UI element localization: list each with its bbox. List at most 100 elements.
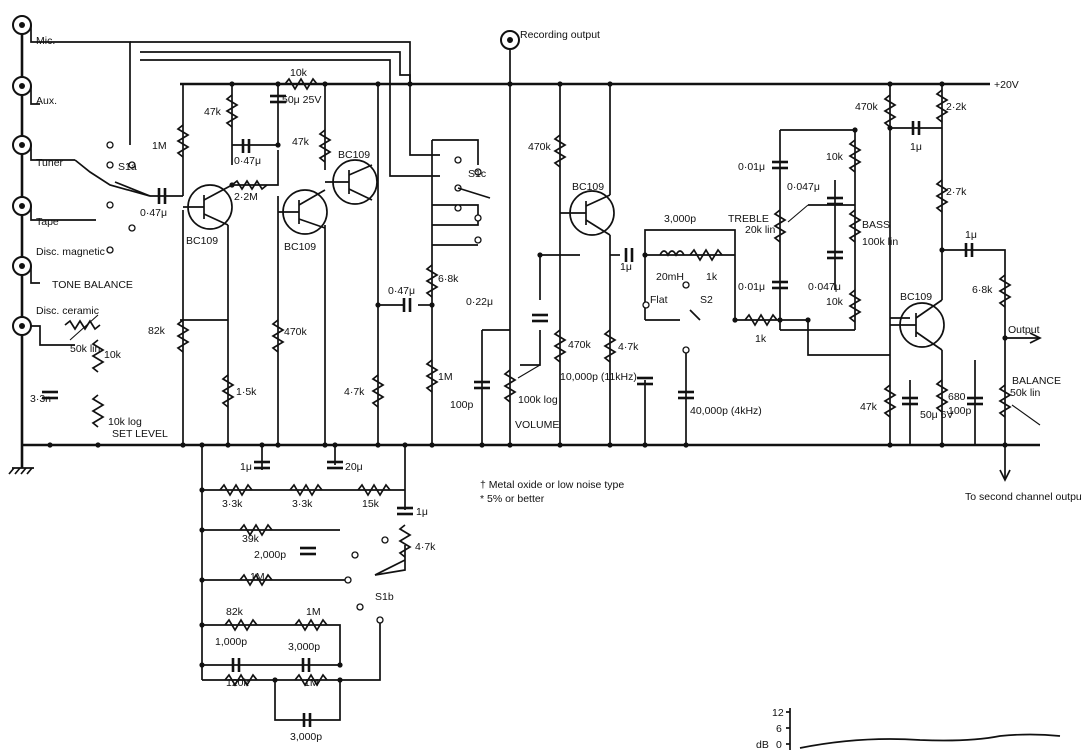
svg-text:1μ: 1μ: [965, 229, 977, 241]
switch-flat: Flat: [650, 294, 668, 306]
svg-text:10,000p (11kHz): 10,000p (11kHz): [560, 371, 637, 383]
svg-text:0·047μ: 0·047μ: [787, 181, 820, 193]
jack-recording-output: [500, 30, 520, 50]
q1-type: BC109: [186, 235, 218, 247]
svg-text:0·01μ: 0·01μ: [738, 161, 765, 173]
svg-text:100k log: 100k log: [518, 394, 558, 406]
svg-text:470k: 470k: [528, 141, 552, 153]
svg-text:1μ: 1μ: [240, 461, 252, 473]
inductor: [659, 250, 685, 257]
svg-text:1μ: 1μ: [416, 506, 428, 518]
q5-type: BC109: [900, 291, 932, 303]
label-aux: Aux.: [36, 95, 57, 107]
svg-text:1M: 1M: [304, 677, 319, 689]
svg-text:39k: 39k: [242, 533, 260, 545]
svg-text:10k: 10k: [104, 349, 122, 361]
note-five-percent: * 5% or better: [480, 493, 545, 505]
svg-text:1μ: 1μ: [620, 261, 632, 273]
graph-tick-6: 6: [776, 723, 782, 735]
svg-text:1k: 1k: [706, 271, 718, 283]
label-tape: Tape: [36, 216, 59, 228]
svg-text:2·7k: 2·7k: [946, 186, 967, 198]
svg-text:10k: 10k: [826, 296, 844, 308]
label-mic: Mic.: [36, 35, 55, 47]
svg-text:50μ 25V: 50μ 25V: [282, 94, 321, 106]
svg-text:3,000p: 3,000p: [288, 641, 320, 653]
switch-s1a: S1a: [118, 161, 137, 173]
svg-text:470k: 470k: [855, 101, 879, 113]
tone-balance-label: TONE BALANCE: [52, 279, 133, 291]
svg-text:2·2M: 2·2M: [234, 191, 258, 203]
svg-text:20k lin: 20k lin: [745, 224, 776, 236]
jack-tape: [12, 196, 32, 216]
svg-text:10k: 10k: [290, 67, 308, 79]
svg-text:10k log: 10k log: [108, 416, 142, 428]
jack-tuner: [12, 135, 32, 155]
capacitors: [42, 94, 983, 727]
label-disc-ceramic: Disc. ceramic: [36, 305, 99, 317]
jack-disc-magnetic: [12, 256, 32, 276]
svg-text:1M: 1M: [250, 571, 265, 583]
transistor-q5: [890, 299, 945, 351]
transistor-q3: [325, 159, 378, 205]
supply-label: +20V: [994, 79, 1019, 91]
svg-text:470k: 470k: [568, 339, 592, 351]
svg-text:0·01μ: 0·01μ: [738, 281, 765, 293]
svg-text:0·47μ: 0·47μ: [234, 155, 261, 167]
svg-text:100p: 100p: [948, 405, 972, 417]
graph-tick-0: 0: [776, 739, 782, 750]
svg-text:10k: 10k: [826, 151, 844, 163]
svg-text:3·3n: 3·3n: [30, 393, 51, 405]
recording-output-label: Recording output: [520, 29, 600, 41]
volume-label: VOLUME: [515, 419, 559, 431]
q2-type: BC109: [284, 241, 316, 253]
switch-contacts: [106, 141, 690, 624]
second-channel-label: To second channel output: [965, 491, 1082, 503]
svg-text:4·7k: 4·7k: [344, 386, 365, 398]
svg-text:0·47μ: 0·47μ: [140, 207, 167, 219]
svg-text:3·3k: 3·3k: [222, 498, 243, 510]
s2-wiper: [689, 309, 701, 321]
graph-tick-12: 12: [772, 707, 784, 719]
jack-aux: [12, 76, 32, 96]
svg-text:1M: 1M: [152, 140, 167, 152]
svg-text:2,000p: 2,000p: [254, 549, 286, 561]
svg-text:47k: 47k: [292, 136, 310, 148]
set-level-label: SET LEVEL: [112, 428, 168, 440]
bass-label: BASS: [862, 219, 890, 231]
svg-text:15k: 15k: [362, 498, 380, 510]
svg-text:3·3k: 3·3k: [292, 498, 313, 510]
svg-text:100k lin: 100k lin: [862, 236, 898, 248]
output-arrow: [1029, 332, 1042, 344]
svg-text:6·8k: 6·8k: [438, 273, 459, 285]
label-tuner: Tuner: [36, 157, 64, 169]
svg-text:120k: 120k: [226, 677, 250, 689]
switch-s1c: S1c: [468, 168, 486, 180]
svg-text:6·8k: 6·8k: [972, 284, 993, 296]
svg-text:3,000p: 3,000p: [664, 213, 696, 225]
svg-text:2·2k: 2·2k: [946, 101, 967, 113]
jack-mic: [12, 15, 32, 35]
transistor-q1: [183, 184, 233, 230]
svg-text:100p: 100p: [450, 399, 474, 411]
resistors: [91, 77, 1012, 687]
svg-text:20μ: 20μ: [345, 461, 363, 473]
second-channel-arrow: [999, 469, 1011, 482]
s1c-wiper: [457, 187, 491, 199]
s1a-wiper: [114, 181, 151, 197]
response-graph: [786, 708, 1061, 750]
transistor-q2: [278, 189, 328, 235]
q4-type: BC109: [572, 181, 604, 193]
svg-text:47k: 47k: [204, 106, 222, 118]
svg-text:1M: 1M: [438, 371, 453, 383]
q3-type: BC109: [338, 149, 370, 161]
svg-text:470k: 470k: [284, 326, 308, 338]
svg-text:4·7k: 4·7k: [415, 541, 436, 553]
note-metal-oxide: † Metal oxide or low noise type: [480, 479, 624, 491]
svg-text:82k: 82k: [226, 606, 244, 618]
svg-text:50μ 6V: 50μ 6V: [920, 409, 954, 421]
svg-text:47k: 47k: [860, 401, 878, 413]
potentiometers: [64, 204, 1041, 428]
svg-text:50k lin: 50k lin: [70, 343, 101, 355]
